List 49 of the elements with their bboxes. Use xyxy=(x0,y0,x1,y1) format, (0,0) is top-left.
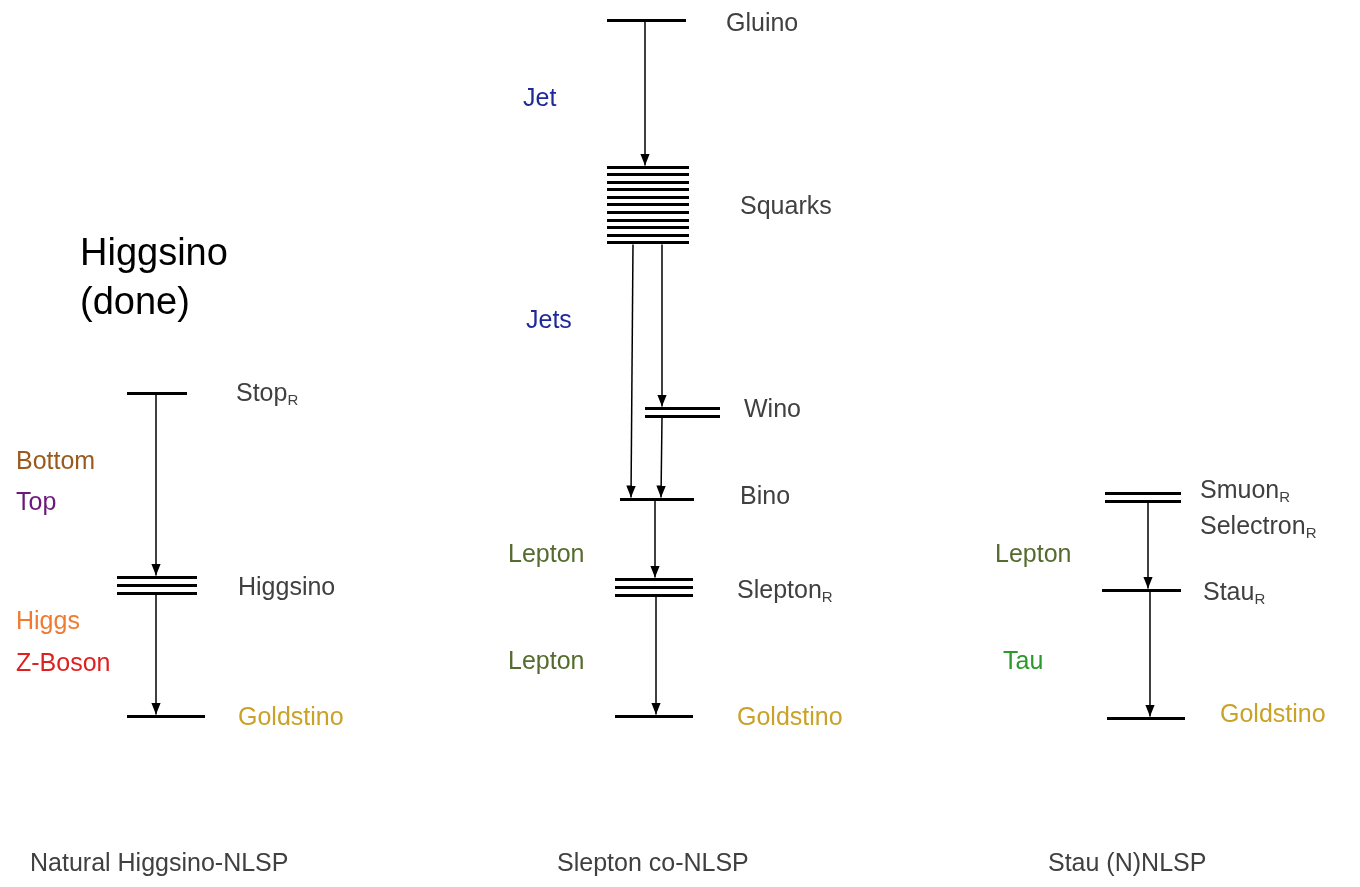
particle-label: Wino xyxy=(744,393,801,423)
energy-level xyxy=(607,18,686,22)
scenario-caption: Stau (N)NLSP xyxy=(1048,847,1207,877)
energy-level xyxy=(645,406,720,418)
energy-level xyxy=(1107,716,1185,720)
particle-label: Stop$_{R}$ xyxy=(236,377,299,409)
arrow xyxy=(657,243,667,408)
energy-level xyxy=(607,165,689,245)
energy-level xyxy=(127,714,205,718)
particle-label: Stau$_{R}$ xyxy=(1203,576,1266,608)
decay-product-label: Bottom xyxy=(16,445,96,475)
scenario-caption: Slepton co-NLSP xyxy=(557,847,749,877)
decay-product-label: Tau xyxy=(1003,645,1044,675)
decay-product-label: Jet xyxy=(523,82,557,112)
arrow xyxy=(650,499,660,579)
decay-product-label: Jets xyxy=(526,304,572,334)
arrow xyxy=(656,416,666,499)
particle-label: Slepton$_{R}$ xyxy=(737,574,833,606)
energy-level xyxy=(1105,491,1181,503)
decay-product-label: Top xyxy=(16,486,57,516)
arrow xyxy=(1145,590,1155,718)
particle-label: Bino xyxy=(740,480,791,510)
particle-label: Goldstino xyxy=(737,701,843,731)
arrow xyxy=(151,593,161,716)
particle-label: Higgsino xyxy=(238,571,336,601)
particle-label: Squarks xyxy=(740,190,832,220)
note-text: Higgsino (done) xyxy=(80,230,229,325)
decay-product-label: Lepton xyxy=(995,538,1072,568)
arrow xyxy=(651,595,661,716)
scenario-caption: Natural Higgsino-NLSP xyxy=(30,847,289,877)
particle-label: Goldstino xyxy=(238,701,344,731)
particle-label: Smuon$_{R}$ xyxy=(1200,474,1291,506)
energy-level xyxy=(1102,588,1181,592)
arrow xyxy=(1143,501,1153,590)
energy-level xyxy=(127,391,187,395)
energy-level xyxy=(615,577,693,597)
energy-level xyxy=(620,497,694,501)
energy-level xyxy=(117,575,197,595)
particle-label: Selectron$_{R}$ xyxy=(1200,510,1317,542)
decay-product-label: Higgs xyxy=(16,605,80,635)
particle-label: Goldstino xyxy=(1220,698,1326,728)
decay-product-label: Lepton xyxy=(508,645,585,675)
arrow xyxy=(626,243,636,499)
particle-label: Gluino xyxy=(726,7,799,37)
arrow xyxy=(151,393,161,577)
decay-product-label: Z-Boson xyxy=(16,647,111,677)
energy-level xyxy=(615,714,693,718)
decay-product-label: Lepton xyxy=(508,538,585,568)
arrow xyxy=(640,20,650,167)
